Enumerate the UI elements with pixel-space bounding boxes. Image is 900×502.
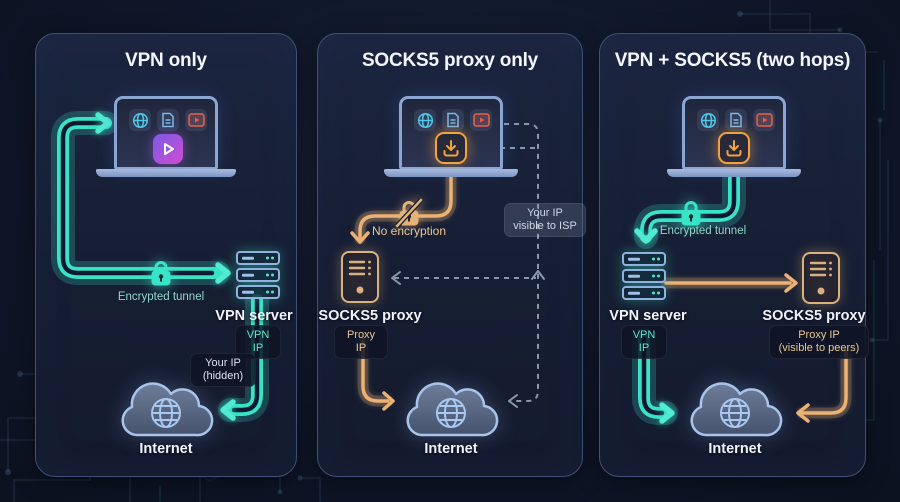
socks5-proxy-label: SOCKS5 proxy [318,308,422,324]
laptop-base [384,169,518,177]
panel-vpn-only: VPN only [35,33,297,477]
proxy-ip-badge: Proxy IP [334,325,388,359]
globe-icon [129,109,151,131]
encrypted-tunnel-label: Encrypted tunnel [659,225,747,237]
globe-icon [414,109,436,131]
video-icon [470,109,492,131]
internet-cloud [114,373,218,444]
arrow-into-laptop [95,112,111,134]
arrow-into-internet-orange [796,403,810,423]
socks5-proxy-server [341,251,379,303]
dashed-arrow-into-proxy [391,271,401,285]
internet-label: Internet [424,441,478,457]
laptop-base [96,169,236,177]
video-icon [753,109,775,131]
your-ip-hidden-badge: Your IP (hidden) [190,353,256,387]
dashed-arrow-into-internet [508,394,518,408]
internet-cloud [683,373,787,444]
vpn-server-label: VPN server [215,308,293,324]
arrow-into-vpn-server [215,262,231,284]
document-icon [442,109,464,131]
socks5-proxy-label: SOCKS5 proxy [762,308,866,324]
document-icon [157,109,179,131]
vpn-server [236,251,280,302]
panel-title: SOCKS5 proxy only [361,50,539,71]
arrow-into-internet-teal [659,402,675,424]
panel-vpn-plus-socks5: VPN + SOCKS5 (two hops) [599,33,869,477]
lock-icon [148,258,174,293]
your-ip-visible-badge: Your IP visible to ISP [504,203,586,237]
vpn-server-label: VPN server [609,308,687,324]
globe-icon [151,398,181,428]
globe-icon [436,398,466,428]
proxy-ip-visible-badge: Proxy IP (visible to peers) [769,325,869,359]
play-icon [153,134,183,164]
laptop-base [667,169,801,177]
download-icon [435,132,467,164]
no-encryption-label: No encryption [371,224,447,238]
document-icon [725,109,747,131]
globe-icon [697,109,719,131]
panel-title: VPN only [125,50,207,71]
internet-cloud [399,373,503,444]
internet-label: Internet [708,441,762,457]
socks5-proxy-server [802,252,840,304]
video-icon [185,109,207,131]
panel-title: VPN + SOCKS5 (two hops) [614,50,851,71]
encrypted-tunnel-label: Encrypted tunnel [117,291,205,303]
globe-icon [720,398,750,428]
dashed-arrow-up [531,270,545,280]
vpn-server [622,252,666,303]
arrow-into-internet [382,391,395,411]
arrow-into-proxy [784,273,798,293]
internet-label: Internet [139,441,193,457]
arrow-into-internet [220,399,236,421]
vpn-ip-badge: VPN IP [621,325,667,359]
download-icon [718,132,750,164]
panel-socks5-only: SOCKS5 proxy only [317,33,586,477]
